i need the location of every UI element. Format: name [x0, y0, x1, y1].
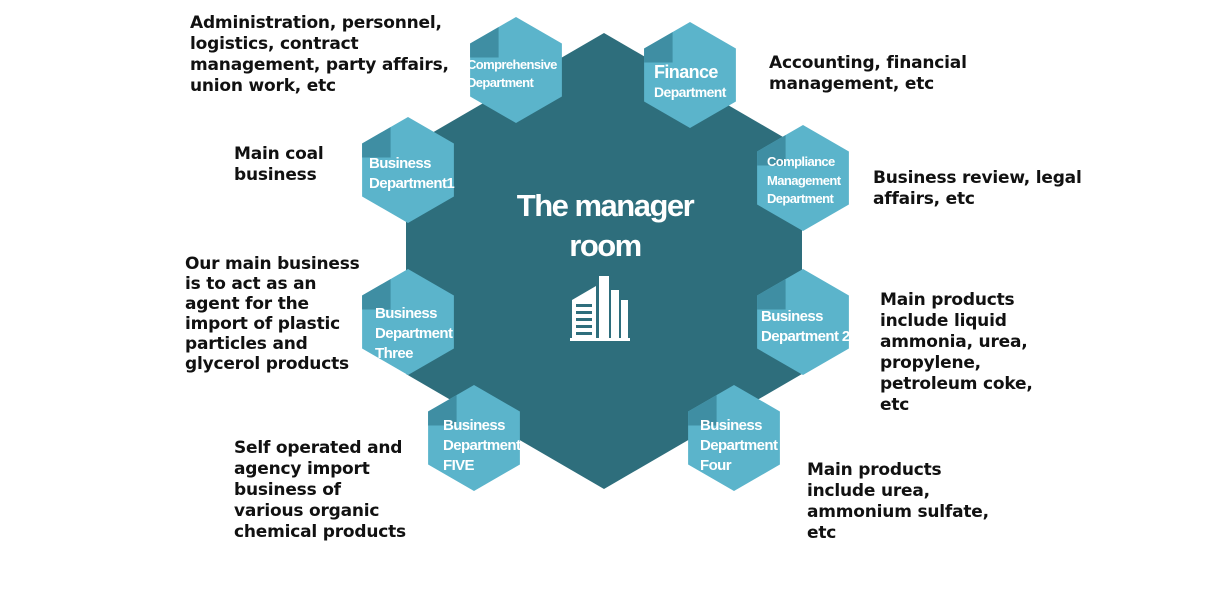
- finance-department-description: Accounting, financial management, etc: [769, 53, 967, 94]
- department-hexagon-business-1: [362, 117, 454, 223]
- finance-label-line2: Department: [654, 84, 726, 100]
- hexagon-fold-accent: [470, 27, 499, 58]
- finance-department-label: Finance Department: [654, 61, 726, 102]
- manager-room-hexagon: [406, 33, 802, 489]
- department-hexagon-finance: [644, 22, 736, 128]
- hexagon-fold-accent: [757, 135, 786, 166]
- department-hexagon-business-5: [428, 385, 520, 491]
- business-department-2-description: Main products include liquid ammonia, ur…: [880, 290, 1033, 415]
- department-hexagon-comprehensive: [470, 17, 562, 123]
- hexagon-fold-accent: [362, 279, 391, 310]
- department-hexagon-business-4: [688, 385, 780, 491]
- business-department-1-label: Business Department1: [369, 155, 455, 192]
- compliance-department-description: Business review, legal affairs, etc: [873, 168, 1082, 209]
- business-department-5-description: Self operated and agency import business…: [234, 438, 406, 542]
- department-hexagon-business-3: [362, 269, 454, 375]
- business-department-3-label: Business Department Three: [375, 305, 453, 362]
- office-building-icon: [570, 276, 630, 341]
- hexagon-fold-accent: [428, 395, 457, 426]
- comprehensive-department-description: Administration, personnel, logistics, co…: [190, 13, 449, 96]
- compliance-department-label: Compliance Management Department: [767, 154, 841, 206]
- business-department-4-label: Business Department Four: [700, 417, 778, 474]
- department-hexagon-compliance: [757, 125, 849, 231]
- finance-label-line1: Finance: [654, 62, 718, 82]
- business-department-3-description: Our main business is to act as an agent …: [185, 254, 360, 374]
- hexagon-fold-accent: [362, 127, 391, 158]
- hexagon-fold-accent: [757, 279, 786, 310]
- hexagon-fold-accent: [644, 32, 673, 63]
- department-hexagon-business-2: [757, 269, 849, 375]
- business-department-1-description: Main coal business: [234, 144, 324, 185]
- hexagon-fold-accent: [688, 395, 717, 426]
- business-department-4-description: Main products include urea, ammonium sul…: [807, 460, 989, 543]
- business-department-2-label: Business Department 2: [761, 308, 850, 345]
- comprehensive-department-label: Comprehensive Department: [467, 57, 557, 90]
- business-department-5-label: Business Department FIVE: [443, 417, 521, 474]
- manager-room-title: The manager room: [516, 188, 695, 263]
